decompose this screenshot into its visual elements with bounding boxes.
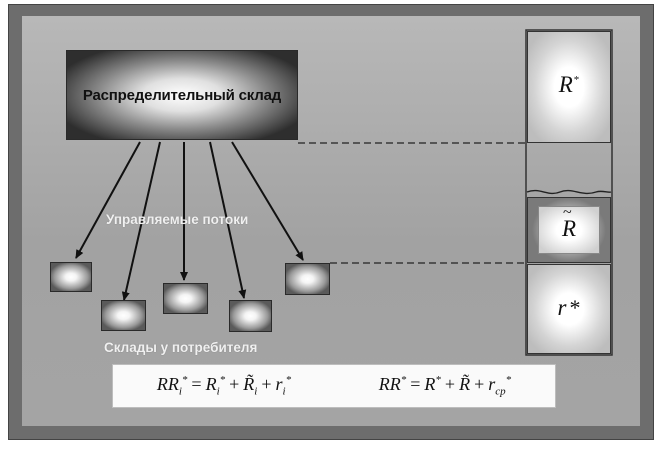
consumer-warehouse (229, 300, 272, 332)
flow-arrow (209, 141, 247, 299)
formula-individual: RRi*=Ri*+R̃i+ri* (156, 374, 292, 398)
formula-total: RR*=R*+R̃+rср* (378, 374, 512, 398)
inventory-column (525, 29, 613, 356)
max-stock-symbol: R (558, 72, 573, 97)
consumer-warehouse (285, 263, 330, 295)
warehouse-label: Распределительный склад (82, 86, 282, 104)
consumer-warehouse (163, 283, 208, 314)
column-break (526, 189, 612, 195)
variable-stock-box: ~ R (527, 197, 611, 263)
formula-box: RRi*=Ri*+R̃i+ri* RR*=R*+R̃+rср* (112, 364, 556, 408)
consumer-warehouse (101, 300, 146, 331)
formula-total-subscript: ср (495, 385, 506, 398)
flow-arrow (75, 141, 141, 259)
reserve-stock-box: r* (527, 264, 611, 354)
consumer-warehouse (50, 262, 92, 292)
flow-arrow (231, 141, 304, 261)
max-stock-box: R* (527, 31, 611, 143)
reserve-stock-symbol: r (557, 295, 567, 320)
flow-arrow (121, 141, 161, 301)
variable-stock-mark: ~ (562, 204, 572, 221)
consumer-warehouses-caption: Склады у потребителя (104, 340, 258, 355)
distribution-warehouse: Распределительный склад (66, 50, 298, 140)
reserve-stock-mark: * (569, 295, 581, 320)
max-stock-mark: * (573, 74, 580, 87)
flows-caption: Управляемые потоки (106, 212, 249, 227)
variable-stock-symbol: R (561, 216, 577, 241)
